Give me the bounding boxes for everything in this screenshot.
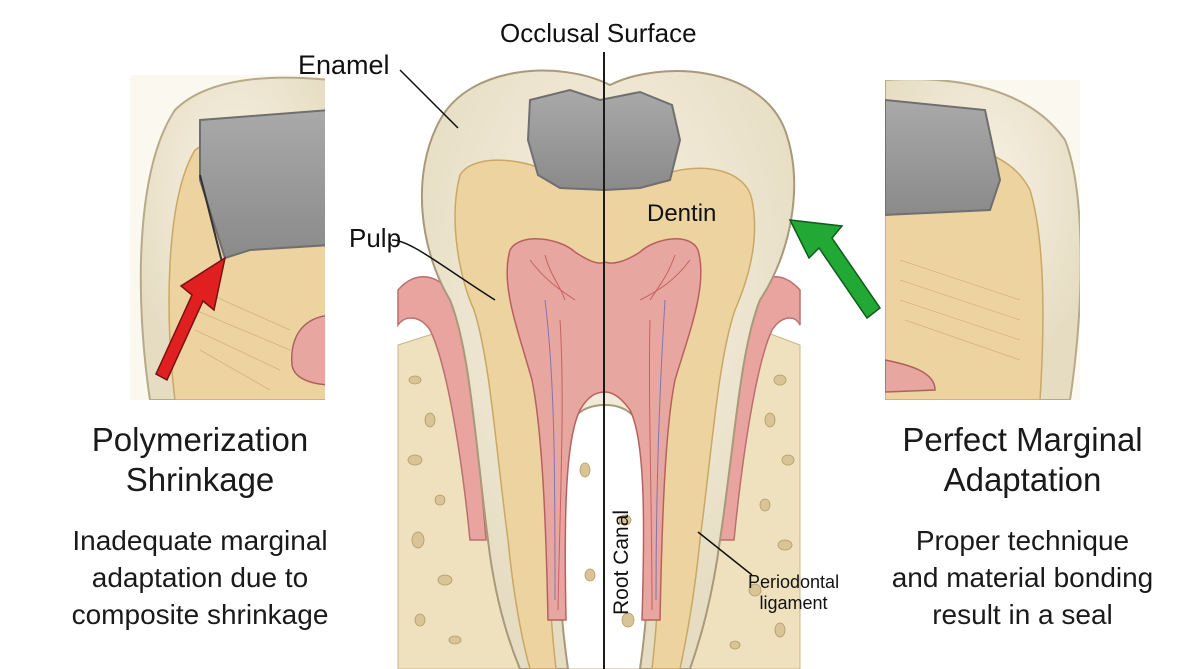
right-title-line-1: Perfect Marginal: [902, 421, 1143, 458]
pulp-leader: [391, 239, 496, 301]
right-title-line-2: Adaptation: [943, 461, 1102, 498]
occlusal-surface-label: Occlusal Surface: [500, 18, 697, 48]
central-tooth: [397, 52, 801, 669]
left-title-line-1: Polymerization: [91, 421, 309, 458]
enamel-label: Enamel: [298, 50, 390, 80]
left-desc-line-3: composite shrinkage: [71, 599, 329, 630]
right-desc-line-3: result in a seal: [932, 599, 1113, 630]
root-canal-label: Root Canal: [610, 509, 633, 615]
pulp-chamber: [506, 238, 702, 621]
periodontal-line-2: ligament: [759, 593, 828, 613]
left-title-line-2: Shrinkage: [125, 461, 275, 498]
right-zoom-panel: [885, 80, 1080, 400]
green-arrow: [788, 219, 882, 320]
right-desc-line-2: and material bonding: [891, 562, 1154, 593]
periodontal-line-1: Periodontal: [748, 572, 840, 592]
pulp-label: Pulp: [349, 223, 402, 253]
periodontal-leader: [697, 531, 753, 576]
right-desc-line-1: Proper technique: [915, 525, 1130, 556]
dentin-label: Dentin: [647, 200, 717, 227]
periodontal-ligament-label: Periodontal ligament: [748, 572, 839, 614]
enamel-leader: [399, 69, 459, 129]
left-panel-description: Inadequate marginal adaptation due to co…: [30, 522, 370, 633]
right-panel-title: Perfect Marginal Adaptation: [860, 420, 1185, 500]
red-arrow: [155, 256, 227, 382]
left-panel-title: Polymerization Shrinkage: [40, 420, 360, 500]
right-panel-description: Proper technique and material bonding re…: [860, 522, 1185, 633]
leader-lines: [391, 69, 753, 576]
left-desc-line-2: adaptation due to: [91, 562, 309, 593]
left-desc-line-1: Inadequate marginal: [72, 525, 328, 556]
left-zoom-panel: [130, 75, 325, 400]
